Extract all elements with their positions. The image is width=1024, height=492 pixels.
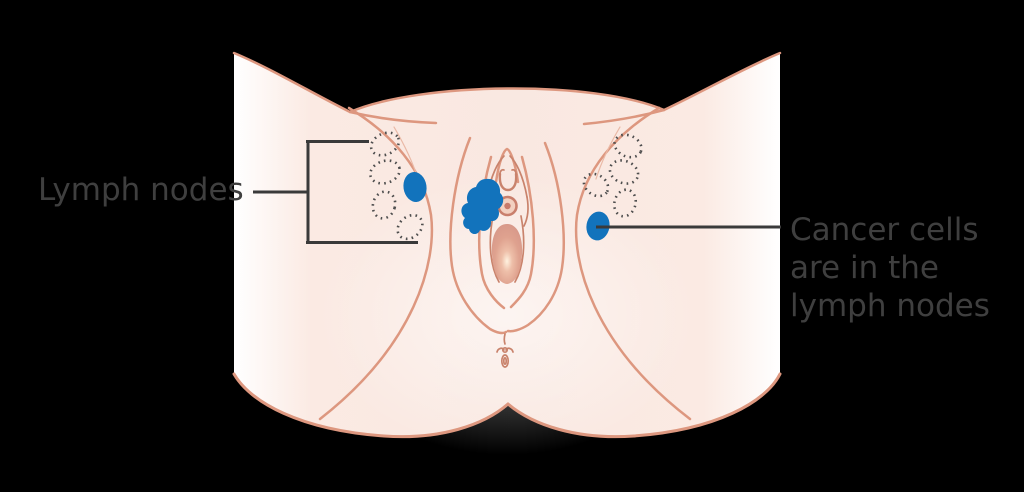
clitoris-icon (498, 168, 518, 192)
labia-majora-right (506, 141, 565, 333)
left-groin-crease (318, 106, 434, 421)
cancer-cells-label-line2: are in the (790, 250, 939, 286)
lymph-node-outline (613, 133, 643, 159)
skin-highlight (317, 175, 697, 455)
buttock-bottom-outline (232, 372, 782, 439)
lymph-node-outline (608, 159, 640, 185)
cancerous-lymph-node-left (403, 172, 427, 202)
primary-tumor (461, 178, 504, 235)
cancer-cells-label: Cancer cells are in the lymph nodes (790, 211, 990, 325)
lymph-node-outline (396, 213, 424, 241)
vestibule-line-right (514, 215, 525, 283)
lymph-node-outline (612, 188, 638, 218)
cancer-cells-label-line3: lymph nodes (790, 288, 990, 324)
lymph-nodes-label: Lymph nodes (38, 172, 244, 208)
mons-outline (348, 87, 666, 114)
labia-minora-right (509, 155, 535, 309)
lymph-node-outline (582, 172, 610, 198)
lymph-node-outline (371, 190, 397, 220)
lymph-node-cluster-left (369, 131, 427, 241)
lymph-node-outline (369, 159, 401, 185)
cancer-cells-label-line1: Cancer cells (790, 212, 979, 248)
right-crease-faint-line (595, 126, 621, 180)
vaginal-opening (491, 224, 523, 284)
right-groin-crease (574, 106, 692, 421)
anus-icon (496, 333, 514, 368)
vulva-diagram (449, 136, 565, 368)
lymph-node-outline (369, 131, 401, 157)
vestibule-line-left (489, 215, 500, 283)
lymph-nodes-bracket (306, 140, 418, 244)
labia-majora-left (449, 136, 508, 335)
callouts (253, 140, 781, 244)
